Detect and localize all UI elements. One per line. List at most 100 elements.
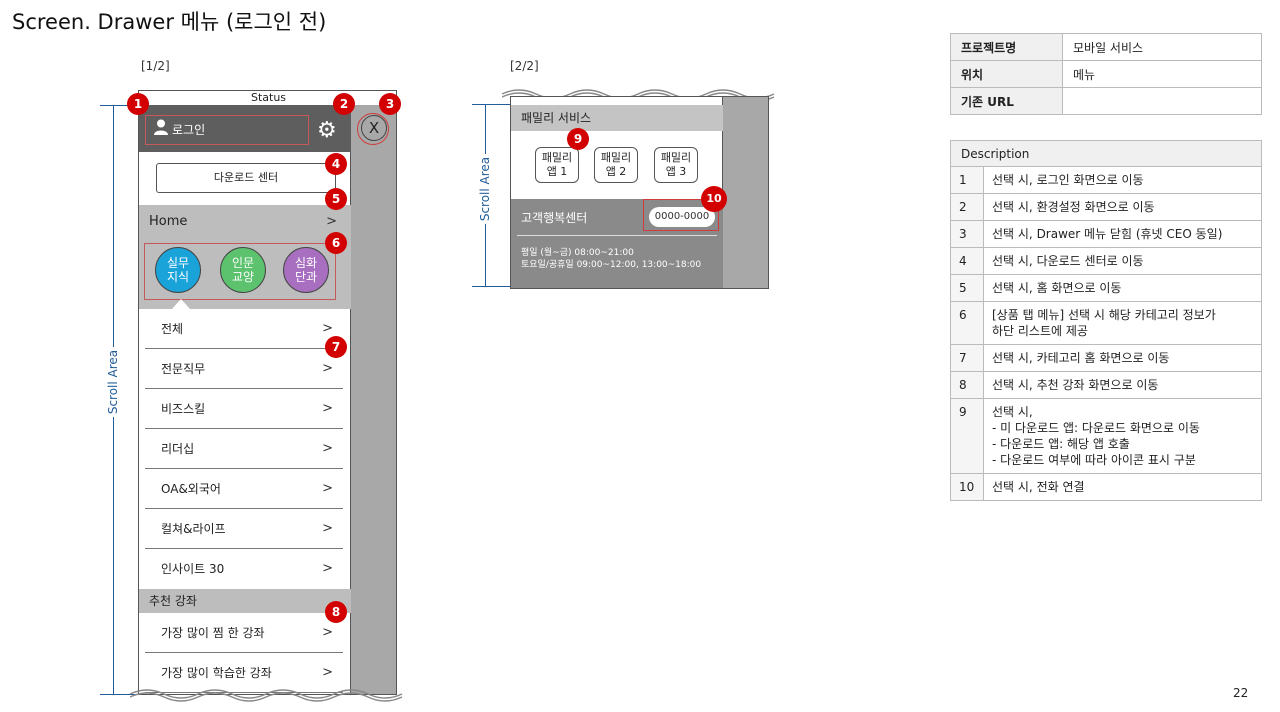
desc-num: 1 [950, 166, 984, 194]
tab-liberal-arts[interactable]: 인문 교양 [220, 247, 266, 293]
drawer-panel-bottom: 패밀리 서비스 패밀리 앱 1 패밀리 앱 2 패밀리 앱 3 고객행복센터 0… [511, 97, 723, 288]
family-app-1[interactable]: 패밀리 앱 1 [535, 147, 579, 183]
info-value: 메뉴 [1062, 60, 1262, 88]
recommend-header: 추천 강좌 [139, 589, 351, 613]
category-item[interactable]: 비즈스킬 > [145, 389, 343, 429]
scroll-area-label-2: Scroll Area [478, 154, 492, 224]
desc-text: 선택 시, 전화 연결 [983, 473, 1262, 501]
marker-5: 5 [325, 188, 347, 210]
description-header: Description [950, 140, 1262, 167]
desc-text: 선택 시, Drawer 메뉴 닫힘 (휴넷 CEO 동일) [983, 220, 1262, 248]
marker-4: 4 [325, 153, 347, 175]
scroll-guide-bottom [100, 694, 140, 695]
desc-num: 5 [950, 274, 984, 302]
download-center-button[interactable]: 다운로드 센터 [156, 163, 336, 193]
desc-num: 7 [950, 344, 984, 372]
info-value [1062, 87, 1262, 115]
info-key: 기존 URL [950, 87, 1063, 115]
family-service-header: 패밀리 서비스 [511, 105, 723, 131]
customer-center: 고객행복센터 0000-0000 평일 (월~금) 08:00~21:00 토요… [511, 199, 723, 288]
family-app-3[interactable]: 패밀리 앱 3 [654, 147, 698, 183]
category-label: 비즈스킬 [161, 402, 206, 416]
phone-highlight [643, 199, 719, 231]
drawer-screen-1: Status X 로그인 ⚙ 다운로드 센터 Home > 실무 지식 인문 교… [138, 90, 397, 695]
category-label: 리더십 [161, 442, 195, 456]
scroll-guide-2-bottom [472, 286, 512, 287]
desc-text: 선택 시, 다운로드 센터로 이동 [983, 247, 1262, 275]
category-item[interactable]: OA&외국어> [145, 469, 343, 509]
recommend-list: 가장 많이 찜 한 강좌> 가장 많이 학습한 강좌 > [139, 613, 351, 693]
chevron-right-icon: > [322, 665, 333, 680]
page-number: 22 [1233, 686, 1249, 700]
desc-num: 8 [950, 371, 984, 399]
user-icon [154, 117, 168, 145]
part-label-2: [2/2] [510, 59, 539, 73]
drawer-panel: 로그인 ⚙ 다운로드 센터 Home > 실무 지식 인문 교양 심화 단과 전… [139, 105, 351, 694]
category-item[interactable]: 리더십 > [145, 429, 343, 469]
hours-weekend: 토요일/공휴일 09:00~12:00, 13:00~18:00 [521, 260, 702, 270]
dim-overlay[interactable] [351, 105, 396, 694]
login-bar: 로그인 ⚙ [139, 105, 351, 152]
category-label: 전문직무 [161, 362, 206, 376]
tab-practical[interactable]: 실무 지식 [155, 247, 201, 293]
drawer-screen-2: 패밀리 서비스 패밀리 앱 1 패밀리 앱 2 패밀리 앱 3 고객행복센터 0… [510, 96, 769, 289]
status-bar: Status [250, 91, 287, 104]
recommend-label: 가장 많이 학습한 강좌 [161, 666, 272, 680]
category-label: 컬쳐&라이프 [161, 522, 226, 536]
category-tab-area: 실무 지식 인문 교양 심화 단과 [139, 239, 351, 309]
recommend-item[interactable]: 가장 많이 학습한 강좌 > [145, 653, 343, 693]
info-key: 위치 [950, 60, 1063, 88]
desc-num: 3 [950, 220, 984, 248]
category-item[interactable]: 전체 > [145, 309, 343, 349]
desc-text: 선택 시, 홈 화면으로 이동 [983, 274, 1262, 302]
phone-call-button[interactable]: 0000-0000 [649, 207, 715, 227]
category-tab-box [144, 243, 336, 300]
tab-advanced[interactable]: 심화 단과 [283, 247, 329, 293]
desc-text: 선택 시, 환경설정 화면으로 이동 [983, 193, 1262, 221]
marker-3: 3 [379, 93, 401, 115]
home-menu[interactable]: Home > [139, 205, 351, 239]
marker-8: 8 [325, 601, 347, 623]
part-label-1: [1/2] [141, 59, 170, 73]
recommend-label: 가장 많이 찜 한 강좌 [161, 626, 265, 640]
chevron-right-icon: > [322, 321, 333, 336]
category-list: 전체 > 전문직무 > 비즈스킬 > 리더십 > OA&외국어> 컬쳐&라이프 > 인사이… [139, 309, 351, 589]
page-title: Screen. Drawer 메뉴 (로그인 전) [12, 10, 327, 34]
info-key: 프로젝트명 [950, 33, 1063, 61]
category-item[interactable]: 인사이트 30> [145, 549, 343, 589]
close-highlight [357, 113, 389, 145]
login-label: 로그인 [172, 123, 206, 137]
chevron-right-icon: > [326, 214, 337, 229]
family-app-2[interactable]: 패밀리 앱 2 [594, 147, 638, 183]
chevron-right-icon: > [322, 441, 333, 456]
hours-weekday: 평일 (월~금) 08:00~21:00 [521, 248, 634, 258]
gear-icon[interactable]: ⚙ [317, 118, 337, 143]
scroll-area-label: Scroll Area [106, 347, 120, 417]
marker-9: 9 [567, 128, 589, 150]
scroll-guide-top [100, 105, 140, 106]
category-label: 전체 [161, 322, 184, 336]
category-item[interactable]: 전문직무 > [145, 349, 343, 389]
category-label: OA&외국어 [161, 482, 221, 496]
chevron-right-icon: > [322, 521, 333, 536]
desc-text: 선택 시, 카테고리 홈 화면으로 이동 [983, 344, 1262, 372]
chevron-right-icon: > [322, 401, 333, 416]
marker-10: 10 [701, 186, 727, 212]
category-label: 인사이트 30 [161, 562, 225, 576]
recommend-item[interactable]: 가장 많이 찜 한 강좌> [145, 613, 343, 653]
category-item[interactable]: 컬쳐&라이프 > [145, 509, 343, 549]
desc-text: [상품 탭 메뉴] 선택 시 해당 카테고리 정보가 하단 리스트에 제공 [983, 301, 1262, 345]
chevron-right-icon: > [322, 361, 333, 376]
dim-overlay[interactable] [723, 97, 768, 288]
marker-6: 6 [325, 232, 347, 254]
marker-7: 7 [325, 336, 347, 358]
login-button[interactable]: 로그인 [145, 115, 309, 145]
